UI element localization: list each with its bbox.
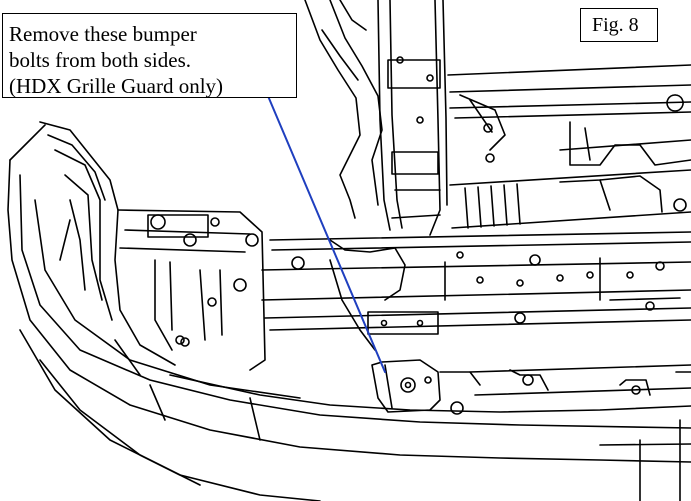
callout-line-1: Remove these bumper bbox=[9, 22, 197, 46]
crossmember bbox=[261, 231, 691, 331]
upper-pillar bbox=[304, 0, 383, 219]
left-bracket bbox=[117, 209, 266, 371]
callout-box: Remove these bumper bolts from both side… bbox=[2, 13, 297, 98]
left-detail-marks bbox=[59, 219, 185, 376]
bumper-fascia bbox=[7, 124, 691, 501]
callout-line-2: bolts from both sides. bbox=[9, 48, 191, 72]
center-bracket bbox=[329, 239, 439, 351]
lower-right-tabs bbox=[469, 364, 691, 396]
lower-bumper-bracket bbox=[371, 359, 481, 415]
upper-right-frame bbox=[447, 64, 691, 166]
left-fascia bbox=[39, 121, 176, 366]
vertical-column bbox=[377, 0, 448, 236]
figure-label: Fig. 8 bbox=[580, 8, 658, 42]
ribbed-panel bbox=[449, 169, 691, 229]
leader-line bbox=[267, 95, 386, 373]
callout-line-3: (HDX Grille Guard only) bbox=[9, 74, 224, 98]
